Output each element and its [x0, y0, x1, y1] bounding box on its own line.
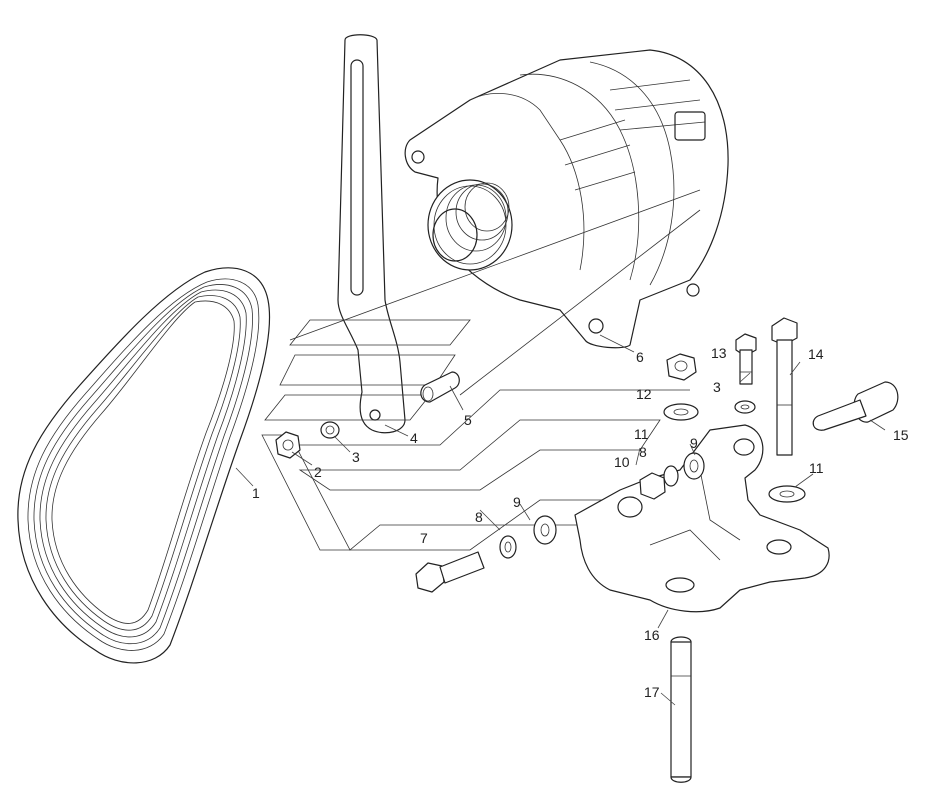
callout-label: 2	[314, 464, 322, 480]
leader-lines	[235, 334, 886, 706]
callout-label: 8	[639, 444, 647, 460]
washer-stack-lower	[499, 515, 557, 559]
callout-label: 12	[636, 386, 652, 402]
adjusting-strap	[337, 34, 406, 434]
callout-label: 11	[809, 460, 824, 476]
alternator	[404, 49, 729, 349]
callout-label: 13	[711, 345, 727, 361]
callout-labels: 1 2 3 3 4 5 6 7 8 8 9 9 10 11 11 12 13 1…	[252, 345, 909, 700]
bolt-14	[771, 317, 798, 456]
washer-11	[768, 485, 806, 503]
callout-label: 8	[475, 509, 483, 525]
callout-label: 3	[352, 449, 360, 465]
callout-label: 16	[644, 627, 660, 643]
nut-2	[275, 431, 301, 459]
assembly-outline-panels	[261, 189, 701, 551]
washer-12	[663, 403, 699, 421]
mounting-bracket	[574, 424, 830, 613]
bolt-13	[735, 333, 757, 385]
callout-label: 15	[893, 427, 909, 443]
callout-label: 1	[252, 485, 260, 501]
nut-6	[666, 353, 697, 381]
callout-label: 9	[690, 435, 698, 451]
pin-15	[812, 381, 899, 431]
callout-label: 4	[410, 430, 418, 446]
callout-label: 9	[513, 494, 521, 510]
washer-3b	[734, 400, 756, 414]
drive-belt	[17, 267, 271, 664]
callout-label: 10	[614, 454, 630, 470]
callout-label: 11	[634, 426, 649, 442]
bolt-7	[415, 551, 485, 593]
callout-label: 7	[420, 530, 428, 546]
callout-label: 3	[713, 379, 721, 395]
callout-label: 5	[464, 412, 472, 428]
spacer-sleeve	[420, 371, 460, 403]
callout-label: 6	[636, 349, 644, 365]
washer-3	[320, 421, 340, 439]
callout-label: 14	[808, 346, 824, 362]
callout-label: 17	[644, 684, 660, 700]
stud-17	[670, 636, 692, 783]
washer-stack-upper	[639, 452, 705, 500]
